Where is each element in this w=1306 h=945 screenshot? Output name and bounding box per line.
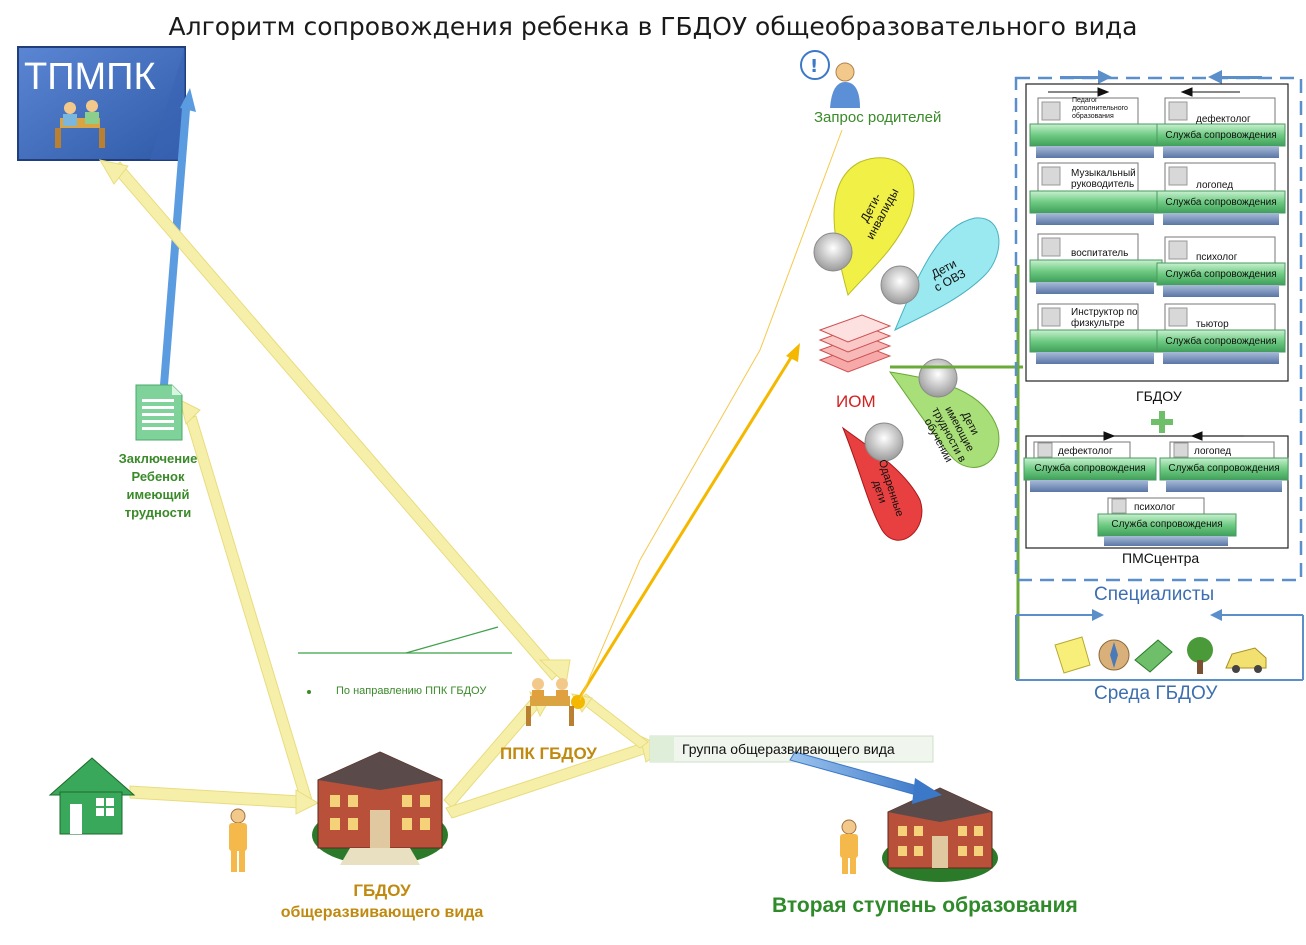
gbdou-main-label: ГБДОУ общеразвивающего вида	[262, 880, 502, 924]
service-label: Служба сопровождения	[1034, 463, 1146, 474]
specialist-name: воспитатель	[1071, 248, 1129, 259]
service-label: Служба сопровождения	[1165, 130, 1277, 141]
conclusion-line: Ребенок	[131, 469, 185, 484]
parents-request-label: Запрос родителей	[814, 109, 942, 126]
group-label: Группа общеразвивающего вида	[682, 741, 895, 757]
second-stage-label: Вторая ступень образования	[772, 894, 1078, 917]
service-label: Служба сопровождения	[1165, 269, 1277, 280]
specialist-name: дефектолог	[1058, 446, 1113, 457]
conclusion-line: Заключение	[118, 451, 198, 466]
specialist-name: тьютор	[1196, 319, 1229, 330]
yellow-arrows	[98, 159, 667, 819]
specialist-name: логопед	[1194, 446, 1232, 457]
iom-connector	[890, 265, 1023, 680]
school-building-main	[312, 751, 448, 865]
parent-question-icon: !	[800, 50, 860, 108]
specialist-name: Педагог дополнительного образования	[1072, 97, 1128, 120]
frame-arrows	[1060, 70, 1262, 84]
tpmpk-label: ТПМПК	[24, 56, 156, 98]
avatar-icons	[813, 232, 958, 462]
specialists-label: Специалисты	[1094, 584, 1215, 605]
ppk-direction-text: По направлению ППК ГБДОУ	[336, 685, 487, 697]
environment-icons	[1054, 636, 1267, 674]
service-label: Служба сопровождения	[1168, 463, 1280, 474]
child-figure-second	[840, 819, 858, 874]
direction-lines	[298, 626, 512, 654]
pms-inner-arrows	[1060, 431, 1244, 441]
document-icon	[135, 384, 183, 441]
specialist-name: Инструктор по физкультре	[1071, 307, 1138, 329]
teardrop-ovz	[894, 217, 1000, 332]
meeting-icon	[55, 100, 105, 148]
arrow-document-to-tpmpk	[160, 88, 196, 385]
iom-stack-icon	[818, 314, 892, 373]
pms-block-label: ПМСцентра	[1122, 550, 1200, 566]
conclusion-line: трудности	[124, 505, 192, 520]
specialist-name: дефектолог	[1196, 114, 1251, 125]
specialist-name: психолог	[1134, 502, 1176, 513]
environment-label: Среда ГБДОУ	[1094, 683, 1218, 704]
teardrop-disabled	[833, 157, 915, 297]
pms-cards	[1023, 441, 1289, 546]
arrow-ppk-to-iom	[571, 343, 800, 709]
environment-box	[1015, 609, 1304, 681]
specialists-frame	[1014, 76, 1303, 582]
gbdou-main-line2: общеразвивающего вида	[280, 904, 484, 921]
arrow-group-to-second-stage	[789, 751, 942, 804]
specialist-name: Музыкальный руководитель	[1071, 168, 1136, 190]
specialist-name: психолог	[1196, 252, 1238, 263]
ppk-meeting-icon	[526, 678, 574, 726]
page-title: Алгоритм сопровождения ребенка в ГБДОУ о…	[168, 12, 1138, 41]
conclusion-text: Заключение Ребенок имеющий трудности	[108, 450, 208, 522]
svg-text:!: !	[810, 56, 818, 77]
conclusion-line: имеющий	[126, 487, 190, 502]
plus-sign	[1151, 411, 1173, 433]
service-label: Служба сопровождения	[1165, 336, 1277, 347]
service-label: Служба сопровождения	[1165, 197, 1277, 208]
home-icon	[48, 757, 136, 835]
ppk-label: ППК ГБДОУ	[500, 744, 597, 763]
gbdou-block-label: ГБДОУ	[1136, 388, 1182, 404]
direction-bullet	[307, 690, 311, 694]
specialist-name: логопед	[1196, 180, 1234, 191]
line-parents-request	[579, 129, 843, 701]
child-figure	[229, 808, 247, 872]
gbdou-main-line1: ГБДОУ	[353, 881, 411, 900]
iom-label: ИОМ	[836, 392, 876, 411]
school-building-second	[882, 787, 998, 882]
service-label: Служба сопровождения	[1111, 519, 1223, 530]
gbdou-cards	[1029, 97, 1286, 364]
gbdou-inner-arrows	[1048, 87, 1240, 97]
